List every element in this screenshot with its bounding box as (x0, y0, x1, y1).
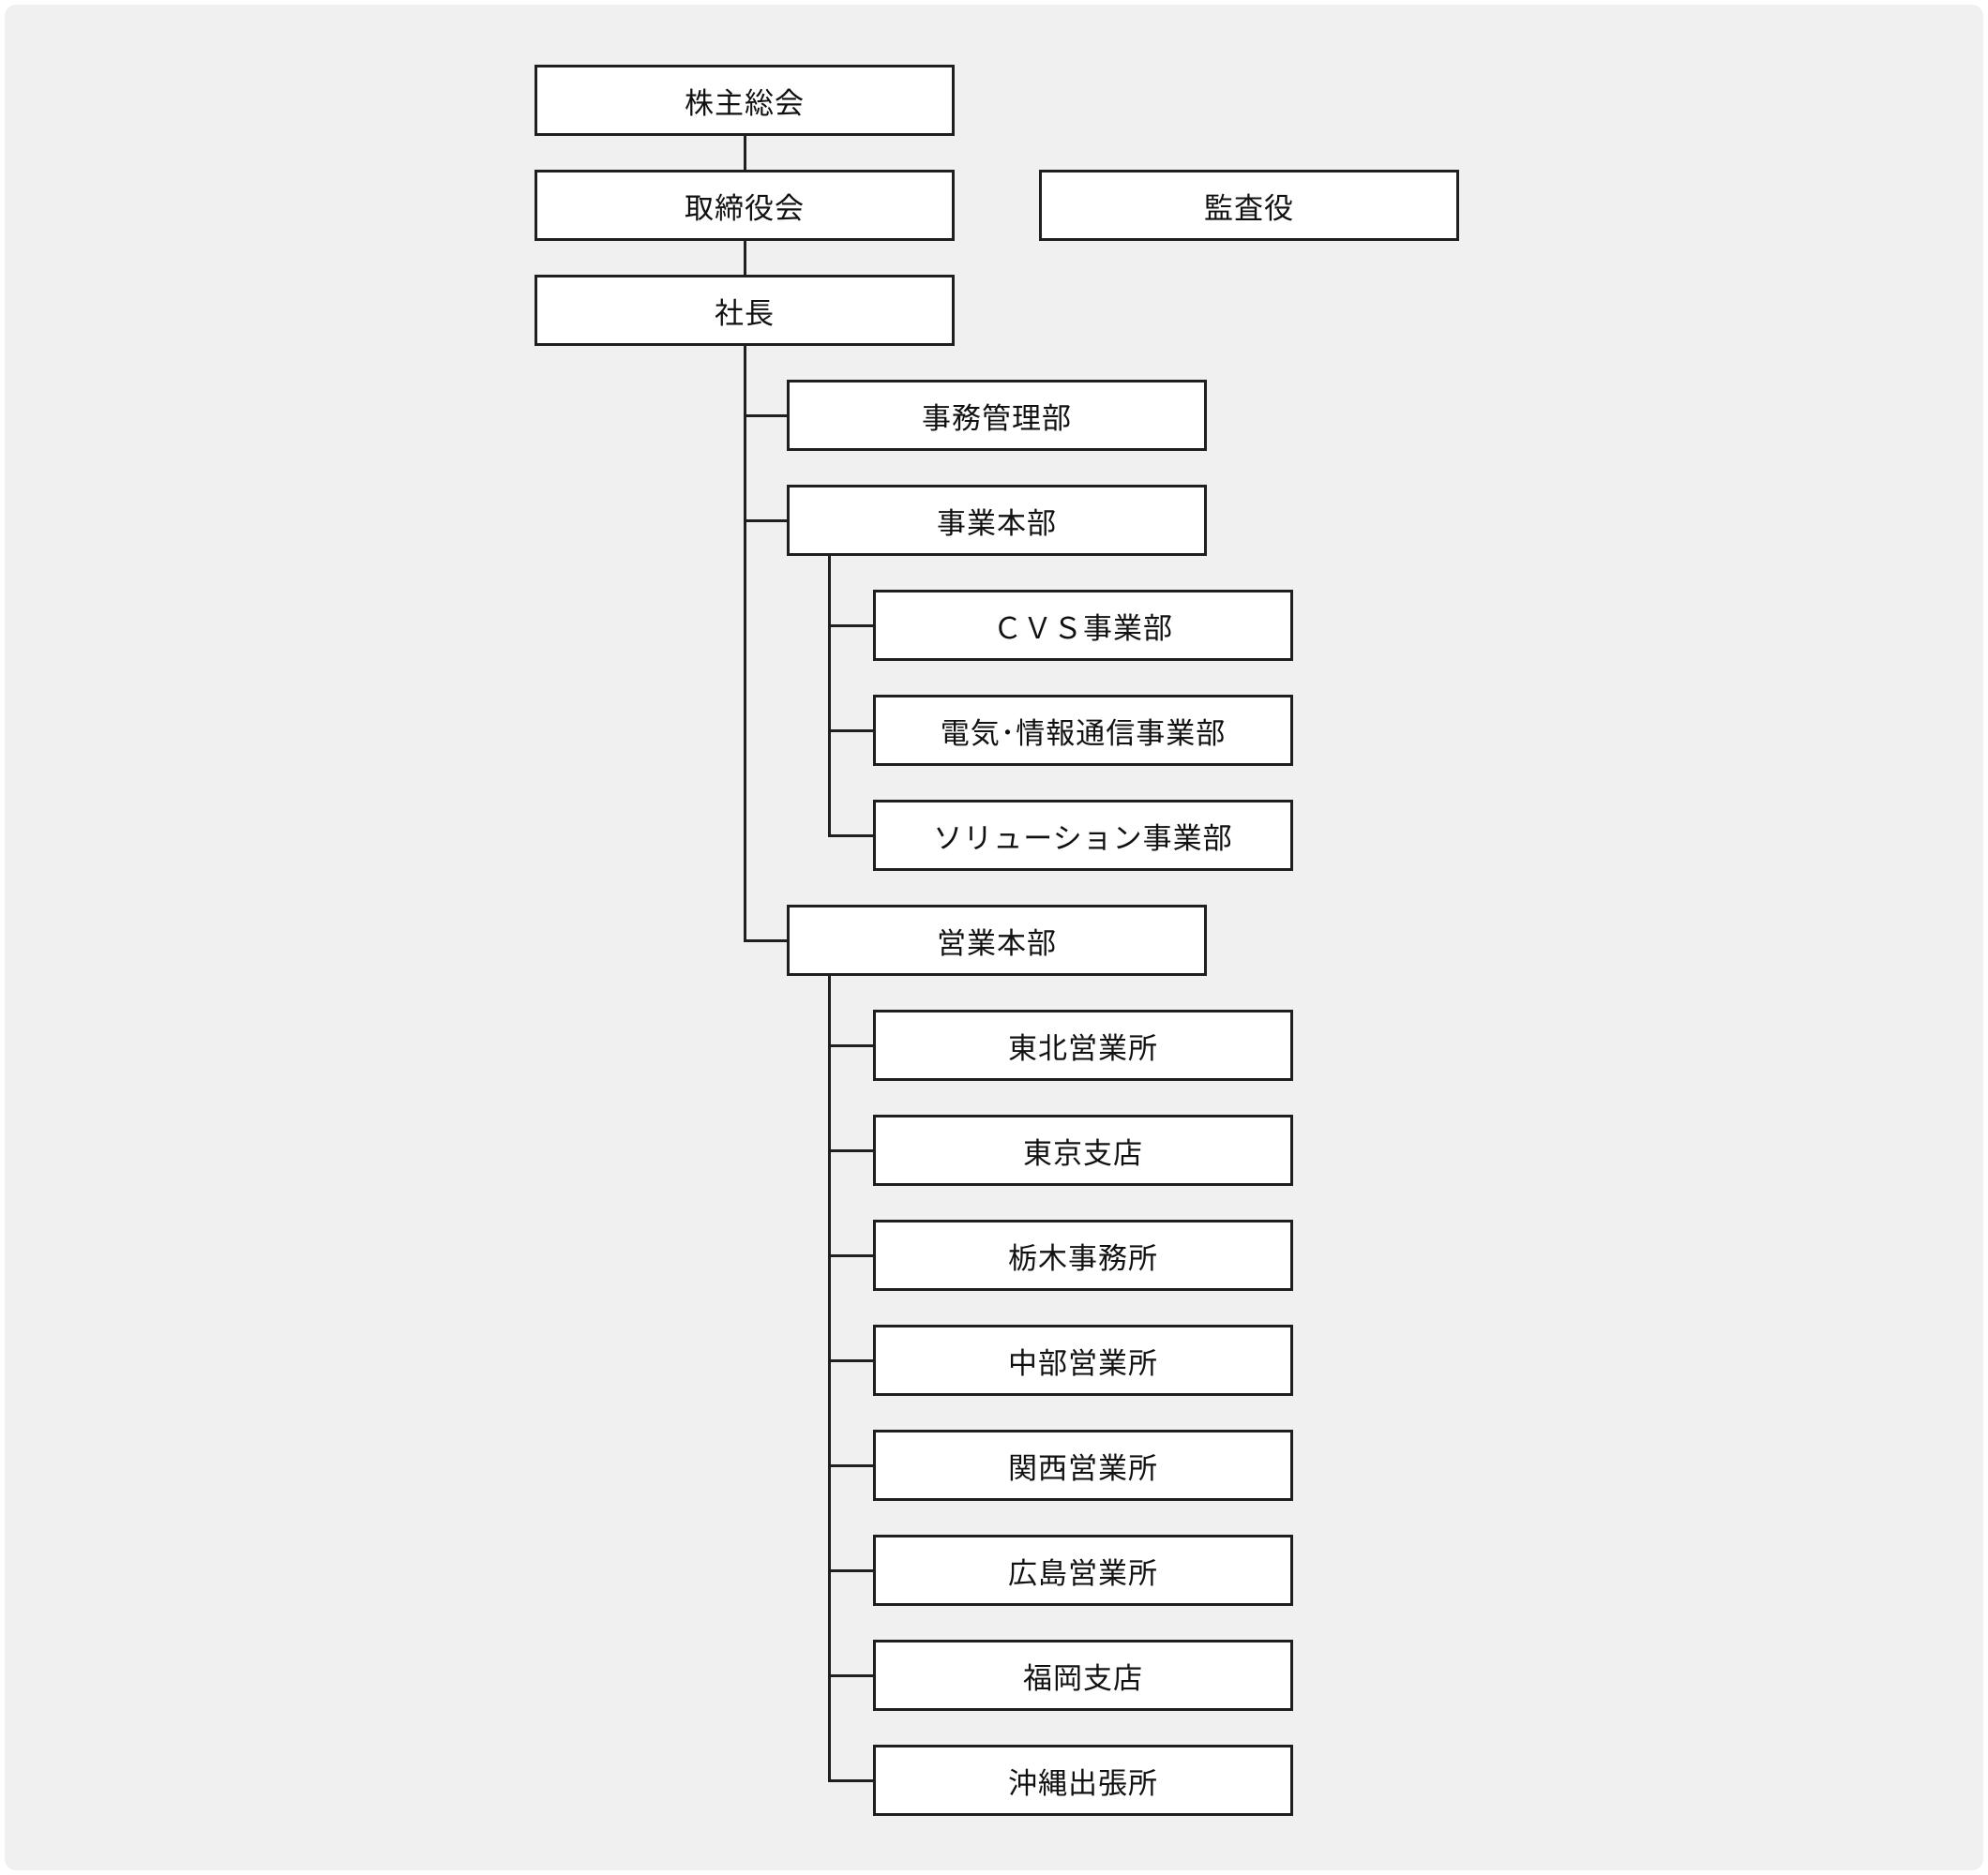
connector-stub-sales-headquarters (743, 938, 787, 942)
connector-stub-cvs-division (827, 623, 873, 627)
org-node-fukuoka-branch: 福岡支店 (873, 1640, 1293, 1711)
org-node-electric-info-telecom-division: 電気･情報通信事業部 (873, 695, 1293, 766)
org-node-tokyo-branch: 東京支店 (873, 1115, 1293, 1186)
connector-shareholders-to-board (743, 136, 746, 172)
connector-president-trunk (743, 346, 746, 942)
org-node-tochigi-office: 栃木事務所 (873, 1220, 1293, 1291)
org-node-okinawa-branch-office: 沖縄出張所 (873, 1745, 1293, 1816)
org-node-solution-division: ソリューション事業部 (873, 800, 1293, 871)
connector-stub-electric-info-telecom-division (827, 728, 873, 732)
connector-stub-tochigi-office (827, 1253, 873, 1257)
org-node-hiroshima-sales-office: 広島営業所 (873, 1535, 1293, 1606)
connector-stub-tohoku-sales-office (827, 1043, 873, 1047)
connector-board-to-president (743, 241, 746, 277)
org-node-chubu-sales-office: 中部営業所 (873, 1325, 1293, 1396)
connector-stub-business-headquarters (743, 518, 787, 522)
connector-stub-kansai-sales-office (827, 1463, 873, 1467)
org-node-sales-headquarters: 営業本部 (787, 905, 1207, 976)
connector-sales-hq-trunk (827, 976, 831, 1782)
connector-stub-tokyo-branch (827, 1148, 873, 1152)
org-node-board-of-directors: 取締役会 (535, 170, 955, 241)
connector-business-hq-trunk (827, 556, 831, 837)
org-node-president: 社長 (535, 275, 955, 346)
connector-stub-hiroshima-sales-office (827, 1568, 873, 1572)
org-node-admin-management-dept: 事務管理部 (787, 380, 1207, 451)
org-node-kansai-sales-office: 関西営業所 (873, 1430, 1293, 1501)
connector-stub-solution-division (827, 833, 873, 837)
org-node-business-headquarters: 事業本部 (787, 485, 1207, 556)
org-node-auditor: 監査役 (1039, 170, 1459, 241)
org-node-tohoku-sales-office: 東北営業所 (873, 1010, 1293, 1081)
connector-stub-fukuoka-branch (827, 1673, 873, 1677)
org-node-cvs-division: ＣＶＳ事業部 (873, 590, 1293, 661)
org-chart-canvas: 株主総会 取締役会 社長 監査役 事務管理部 事業本部 営業本部 ＣＶＳ事業部 … (5, 5, 1983, 1870)
connector-stub-chubu-sales-office (827, 1358, 873, 1362)
org-node-shareholders-meeting: 株主総会 (535, 65, 955, 136)
connector-stub-admin-management-dept (743, 413, 787, 417)
connector-stub-okinawa-branch-office (827, 1778, 873, 1782)
